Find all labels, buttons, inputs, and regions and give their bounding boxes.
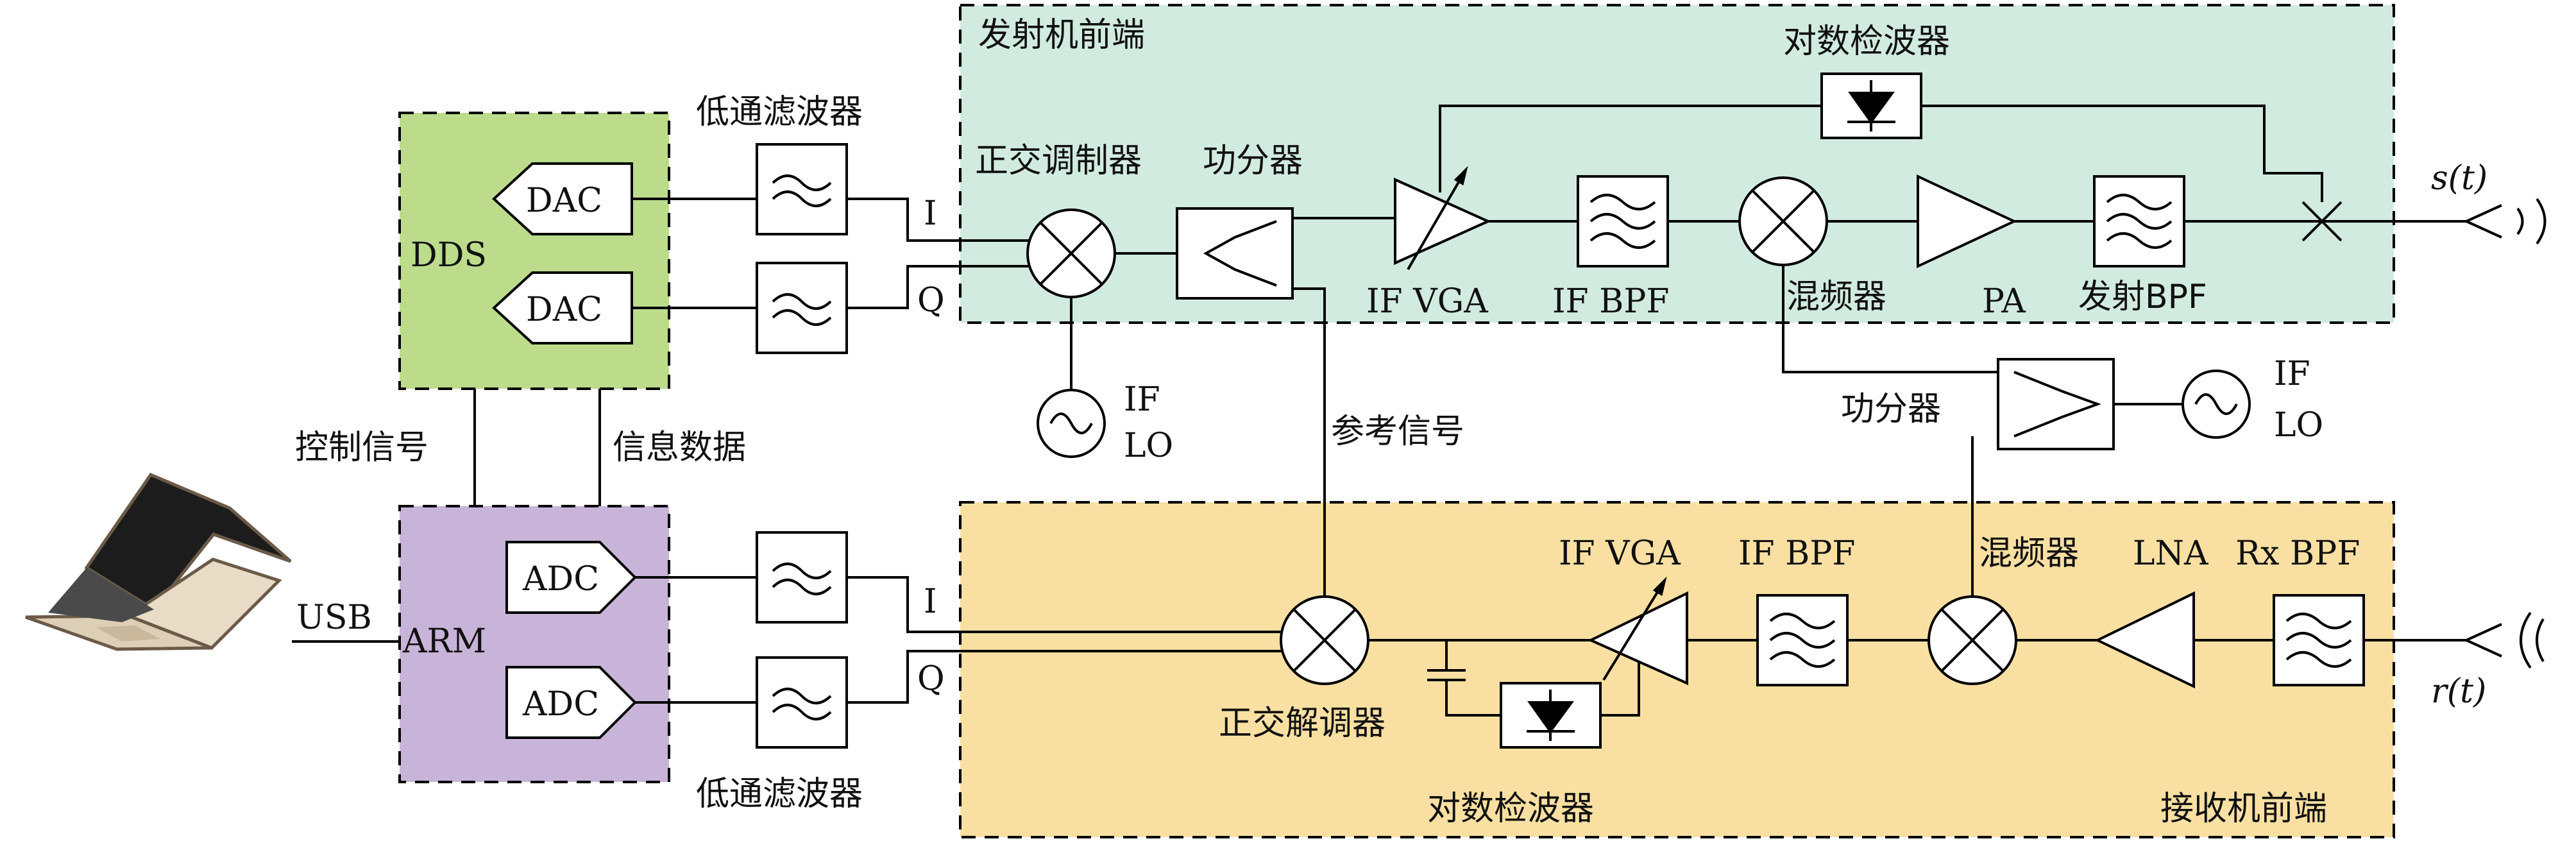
s-t-label: s(t) [2431,159,2487,198]
rx-wave-2 [2520,611,2532,669]
splitter-lo-label: 功分器 [1841,390,1941,429]
log-detector-rx-label: 对数检波器 [1427,790,1594,828]
mixer-tx-label: 混频器 [1786,278,1886,316]
lpf-2 [756,262,848,354]
adc-2-label: ADC [522,685,599,724]
if-lo-top [1037,389,1106,458]
tx-frontend-label: 发射机前端 [978,16,1145,55]
quadrature-modulator [1026,208,1116,298]
lpf-4 [756,656,848,749]
tx-wave-1 [2516,207,2524,235]
control-signal-label: 控制信号 [295,429,428,467]
dac-1: DAC [492,162,633,235]
if-vga-tx-label: IF VGA [1366,282,1489,321]
laptop-icon [25,472,292,651]
log-detector-tx-label: 对数检波器 [1783,22,1950,61]
dac-1-label: DAC [526,182,602,220]
if-lo-right-if: IF [2274,355,2310,393]
q-label-top: Q [917,281,945,319]
info-data-label: 信息数据 [613,429,746,467]
rx-frontend-label: 接收机前端 [2160,790,2327,828]
lpf-bottom-label: 低通滤波器 [696,775,863,813]
reference-signal-label: 参考信号 [1331,412,1464,451]
if-bpf-tx [1577,175,1669,268]
log-detector-tx [1820,72,1922,139]
quad-demod-label: 正交解调器 [1219,704,1385,743]
if-bpf-rx [1756,594,1849,686]
dds-label: DDS [411,236,487,275]
pa [1917,174,2017,269]
i-label-top: I [924,194,937,233]
quadrature-demodulator [1280,595,1369,685]
tx-wave-2 [2536,198,2546,245]
splitter-tx [1176,207,1294,300]
if-bpf-tx-label: IF BPF [1552,282,1669,321]
lna-label: LNA [2133,534,2209,573]
adc-1: ADC [505,541,637,614]
adc-2: ADC [505,666,637,739]
q-label-bottom: Q [917,659,945,698]
if-lo-right [2182,370,2251,439]
if-lo-right-lo: LO [2274,406,2323,445]
i-label-bottom: I [924,582,937,621]
pa-label: PA [1982,282,2026,321]
rx-bpf [2273,594,2365,686]
mixer-tx [1738,176,1828,266]
tx-bpf [2093,175,2185,268]
usb-label: USB [296,599,372,637]
if-vga-rx [1588,576,1688,686]
mixer-rx-label: 混频器 [1979,534,2079,573]
if-vga-rx-label: IF VGA [1559,534,1681,573]
splitter-lo [1997,358,2115,450]
tx-frontend-region [959,4,2395,324]
tx-antenna-icon [2463,204,2502,239]
tx-bpf-label: 发射BPF [2078,278,2207,316]
quad-mod-label: 正交调制器 [975,142,1142,180]
lpf-top-label: 低通滤波器 [696,93,863,132]
arm-label: ARM [402,622,486,661]
splitter-tx-label: 功分器 [1203,142,1303,180]
lpf-1 [756,143,848,235]
mixer-rx [1928,595,2017,685]
if-lo-top-if: IF [1124,380,1160,419]
if-bpf-rx-label: IF BPF [1738,534,1855,573]
r-t-label: r(t) [2431,672,2486,711]
lpf-3 [756,531,848,624]
rx-bpf-label: Rx BPF [2235,534,2360,573]
if-lo-top-lo: LO [1124,427,1173,465]
rx-antenna-icon [2463,623,2502,658]
log-detector-rx [1500,682,1602,749]
adc-1-label: ADC [522,560,599,599]
rx-wave-1 [2536,618,2545,663]
dac-2-label: DAC [526,291,602,329]
if-vga-tx [1394,166,1491,271]
dac-2: DAC [492,271,633,344]
